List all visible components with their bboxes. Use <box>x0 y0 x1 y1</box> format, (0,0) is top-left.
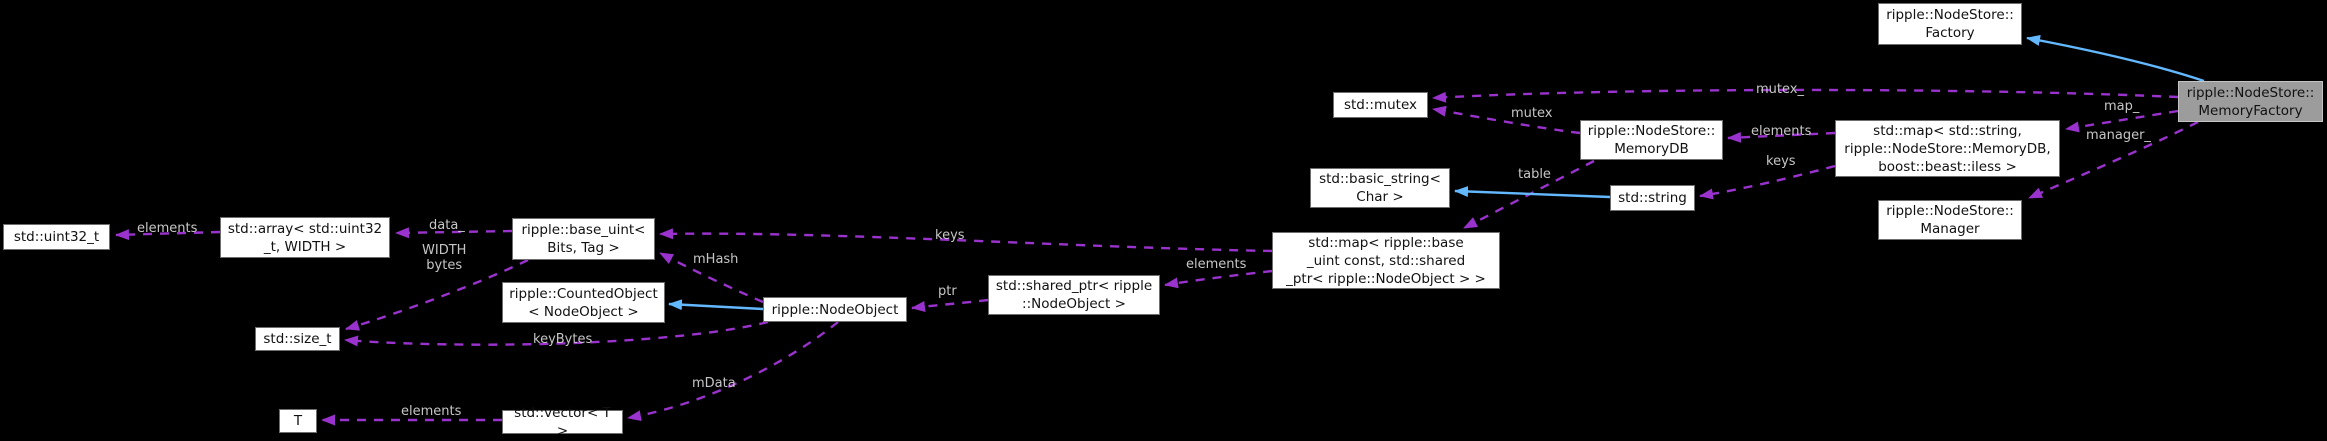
edge-label-elements-mapstring-memorydb: elements <box>1751 124 1812 139</box>
node-ripple-node-object[interactable]: ripple::NodeObject <box>763 297 907 322</box>
edge-label-keys-mapstring-string: keys <box>1766 154 1796 169</box>
edge-memoryfactory-map-mapstring <box>2065 109 2179 133</box>
edge-label-data: data_ <box>429 218 465 233</box>
node-std-vector[interactable]: std::vector< T > <box>502 405 623 439</box>
edge-label-mutex-underscore: mutex_ <box>1756 82 1804 97</box>
node-std-size-t[interactable]: std::size_t <box>255 327 340 351</box>
edge-label-elements-vector-t: elements <box>401 404 462 419</box>
edge-array-elements-uint32 <box>115 229 221 241</box>
edge-string-inherits-basicstring <box>1454 186 1611 199</box>
node-std-basic-string[interactable]: std::basic_string< Char > <box>1310 168 1450 208</box>
edge-memoryfactory-manager-manager <box>2028 120 2199 200</box>
edge-label-mhash: mHash <box>693 252 739 267</box>
node-std-string[interactable]: std::string <box>1610 185 1695 211</box>
node-std-map-base-uint[interactable]: std::map< ripple::base _uint const, std:… <box>1272 232 1500 289</box>
edge-label-map-underscore: map_ <box>2104 99 2140 114</box>
edge-memoryfactory-mutex-mutex <box>1432 88 2179 103</box>
edge-nodeobject-mdata-vector <box>627 321 839 422</box>
edge-label-width-bytes: WIDTH bytes <box>422 243 467 273</box>
edge-label-mutex: mutex <box>1511 106 1553 121</box>
edge-nodeobject-inherits-countedobject <box>668 299 764 311</box>
edge-map-elements-sharedptr <box>1164 269 1273 289</box>
edge-memoryfactory-inherits-factory <box>2026 35 2205 83</box>
edge-baseuint-data-array <box>395 227 513 239</box>
edge-memorydb-mutex-mutex <box>1432 105 1581 135</box>
node-std-map-string[interactable]: std::map< std::string, ripple::NodeStore… <box>1835 120 2060 177</box>
node-std-shared-ptr[interactable]: std::shared_ptr< ripple ::NodeObject > <box>988 275 1160 315</box>
edge-nodeobject-keybytes-sizet <box>344 320 769 347</box>
node-std-mutex[interactable]: std::mutex <box>1333 92 1428 118</box>
node-std-array[interactable]: std::array< std::uint32 _t, WIDTH > <box>220 217 390 258</box>
edge-mapstring-elements-memorydb <box>1727 131 1836 143</box>
edge-nodeobject-mhash-baseuint <box>659 251 764 304</box>
edge-label-elements-array-uint32: elements <box>137 221 198 236</box>
node-t[interactable]: T <box>279 409 317 433</box>
edge-label-keybytes: keyBytes <box>533 332 593 347</box>
edge-mapstring-keys-string <box>1699 164 1836 200</box>
node-ripple-counted-object[interactable]: ripple::CountedObject < NodeObject > <box>502 282 665 323</box>
edge-label-ptr: ptr <box>938 284 957 299</box>
node-ripple-nodestore-memorydb[interactable]: ripple::NodeStore:: MemoryDB <box>1580 120 1723 160</box>
node-ripple-base-uint[interactable]: ripple::base_uint< Bits, Tag > <box>512 218 655 260</box>
node-std-uint32-t[interactable]: std::uint32_t <box>3 224 110 250</box>
node-ripple-nodestore-memoryfactory[interactable]: ripple::NodeStore:: MemoryFactory <box>2178 81 2323 122</box>
edge-label-mdata: mData <box>692 376 736 391</box>
edge-sharedptr-ptr-nodeobject <box>911 298 989 312</box>
edge-label-elements-map-sharedptr: elements <box>1186 257 1247 272</box>
edge-baseuint-width-bytes-sizet <box>345 258 529 331</box>
node-ripple-nodestore-factory[interactable]: ripple::NodeStore:: Factory <box>1878 3 2022 45</box>
node-ripple-nodestore-manager[interactable]: ripple::NodeStore:: Manager <box>1878 200 2022 240</box>
edge-label-manager-underscore: manager_ <box>2086 128 2151 143</box>
edge-map-keys-baseuint <box>659 228 1273 253</box>
edge-label-keys-map-baseuint: keys <box>935 228 965 243</box>
edge-label-table: table <box>1518 167 1551 182</box>
